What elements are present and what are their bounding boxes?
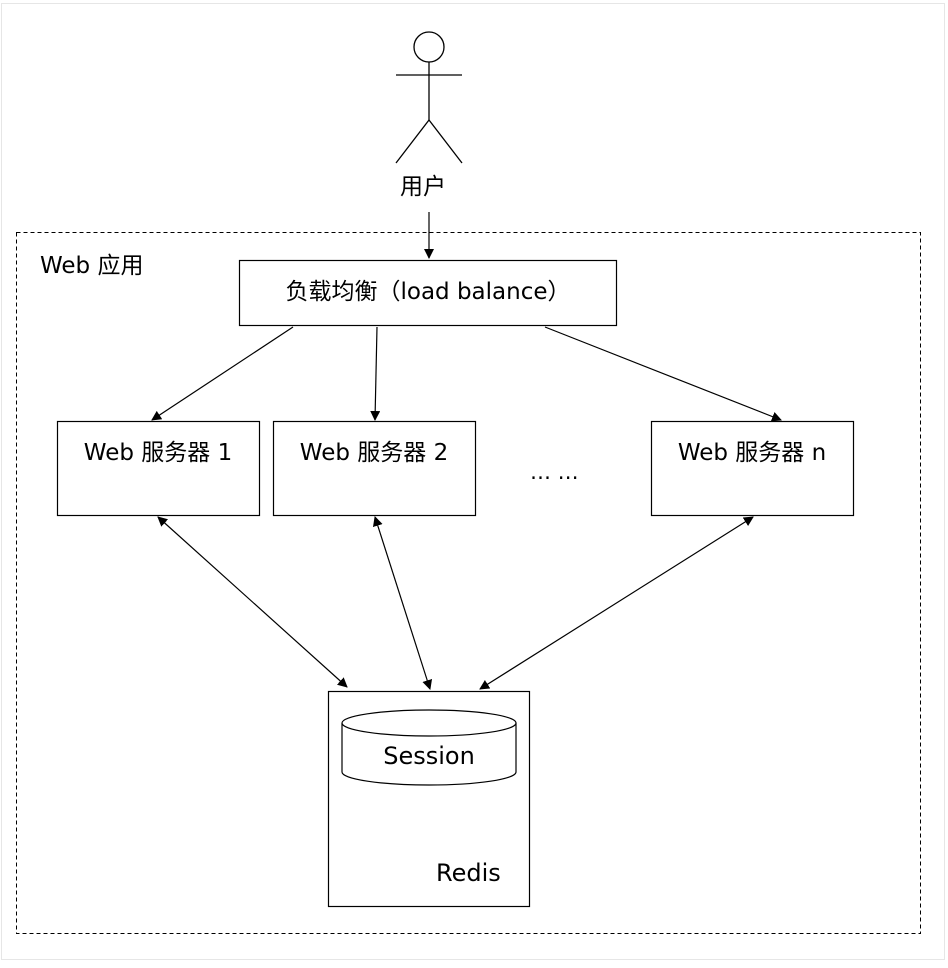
web-server-n-label: Web 服务器 n — [677, 440, 827, 466]
arrow-ws2-redis — [372, 516, 433, 690]
user-actor-icon — [395, 31, 463, 164]
user-actor-label: 用户 — [400, 174, 446, 200]
arrow-lb-to-wsn — [544, 326, 782, 422]
web-server-2-label: Web 服务器 2 — [299, 440, 449, 466]
web-server-1-label: Web 服务器 1 — [83, 440, 233, 466]
diagram-frame — [1, 3, 945, 960]
web-server-n-box — [650, 420, 855, 517]
more-servers-ellipsis: … … — [530, 460, 579, 484]
session-label: Session — [383, 742, 475, 770]
load-balancer-label: 负载均衡（load balance） — [285, 279, 571, 305]
session-cylinder-icon — [341, 709, 517, 786]
arrow-ws1-redis — [157, 516, 348, 688]
arrow-wsn-redis — [479, 516, 754, 690]
web-app-group-label: Web 应用 — [40, 253, 144, 279]
load-balancer-box — [238, 259, 618, 327]
arrow-lb-to-ws1 — [151, 326, 294, 421]
arrow-lb-to-ws2 — [370, 326, 381, 421]
web-app-group-boundary — [16, 232, 921, 934]
redis-label: Redis — [436, 859, 501, 887]
web-server-1-box — [56, 420, 261, 517]
web-server-2-box — [272, 420, 477, 517]
